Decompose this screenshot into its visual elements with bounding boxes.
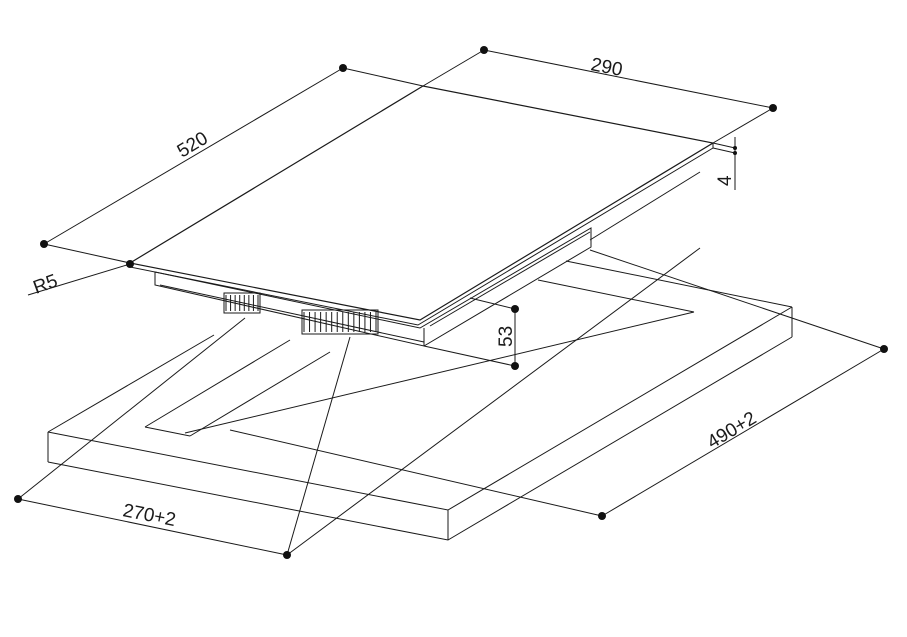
dimension-520 bbox=[40, 64, 424, 264]
dimension-290 bbox=[422, 46, 777, 144]
label-53: 53 bbox=[496, 326, 517, 347]
label-4: 4 bbox=[715, 175, 736, 186]
dimension-4 bbox=[712, 137, 737, 190]
cutout-extension-lines bbox=[17, 247, 885, 556]
label-r5: R5 bbox=[31, 271, 61, 299]
vent-left bbox=[223, 292, 261, 314]
label-290: 290 bbox=[589, 54, 624, 81]
hob-body bbox=[154, 227, 592, 347]
worktop bbox=[47, 260, 793, 541]
label-520: 520 bbox=[174, 128, 212, 162]
vent-right bbox=[301, 309, 379, 335]
dimension-53 bbox=[423, 297, 519, 370]
label-490: 490+2 bbox=[704, 408, 761, 453]
cutout-opening bbox=[144, 279, 695, 437]
radius-leader bbox=[27, 260, 134, 296]
hob-glass-top bbox=[128, 85, 715, 327]
cutout-dimension-dots bbox=[14, 345, 888, 559]
